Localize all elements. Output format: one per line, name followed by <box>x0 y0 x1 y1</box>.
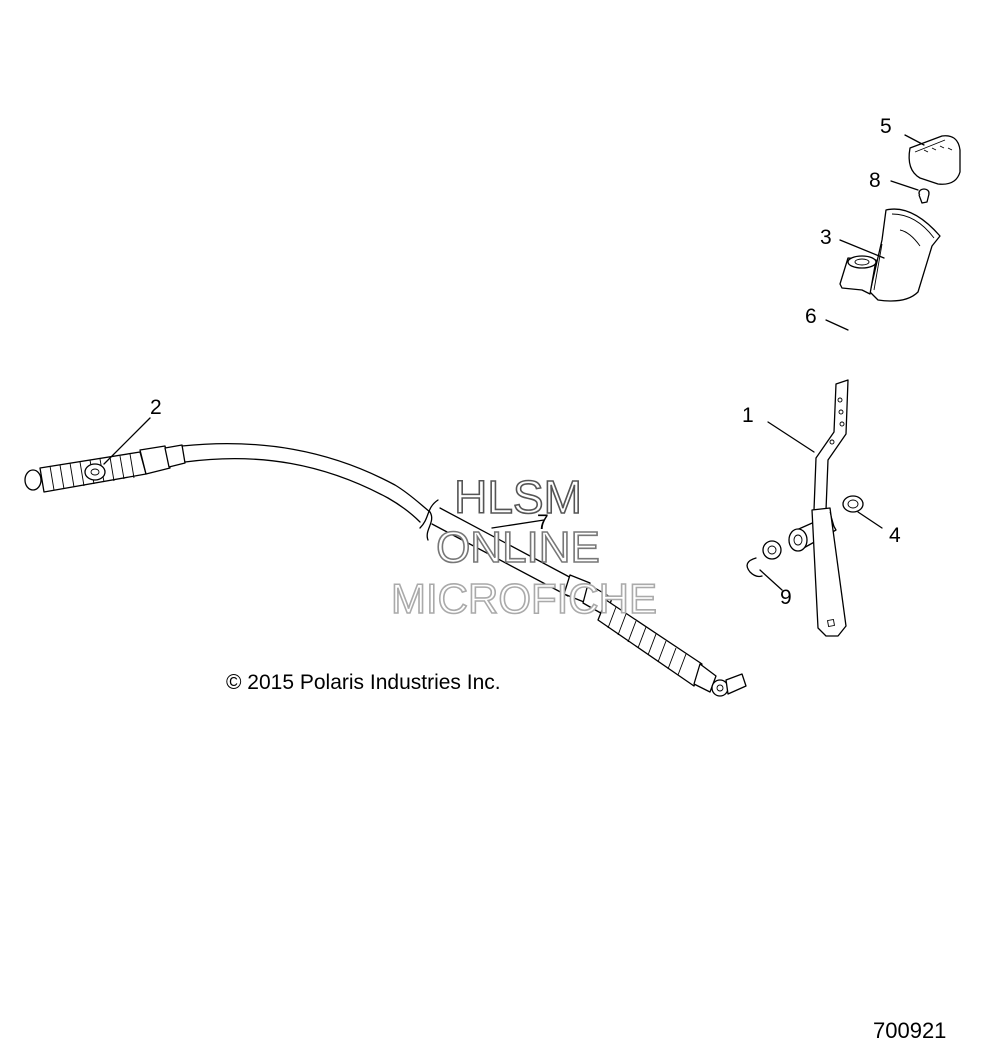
leader-lines <box>103 134 925 591</box>
screw-part-8 <box>918 188 930 204</box>
callout-9: 9 <box>780 586 792 609</box>
callout-2: 2 <box>150 396 162 419</box>
bushing-part-4 <box>842 495 864 513</box>
callout-8: 8 <box>869 169 881 192</box>
callout-6: 6 <box>805 305 817 328</box>
callout-7: 7 <box>537 511 549 534</box>
watermark: HLSM ONLINE MICROFICHE <box>390 470 658 623</box>
shift-lever-part-1 <box>788 379 849 637</box>
shift-cable <box>24 442 747 697</box>
sleeve-part-6 <box>839 255 877 295</box>
callout-4: 4 <box>889 524 901 547</box>
figure-number: 700921 <box>873 1018 947 1043</box>
callouts: 1 2 3 4 5 6 7 8 9 <box>150 115 901 609</box>
bushing-part-2 <box>84 463 106 481</box>
shift-knob-part-5 <box>908 135 961 185</box>
watermark-line-3: MICROFICHE <box>391 575 657 622</box>
watermark-line-1: HLSM <box>454 471 582 523</box>
callout-1: 1 <box>742 404 754 427</box>
callout-3: 3 <box>820 226 832 249</box>
washer-clip-part-9 <box>746 540 782 578</box>
callout-5: 5 <box>880 115 892 138</box>
watermark-line-2: ONLINE <box>436 523 600 572</box>
copyright-notice: © 2015 Polaris Industries Inc. <box>226 671 501 694</box>
shift-boot-part-3 <box>869 208 941 302</box>
